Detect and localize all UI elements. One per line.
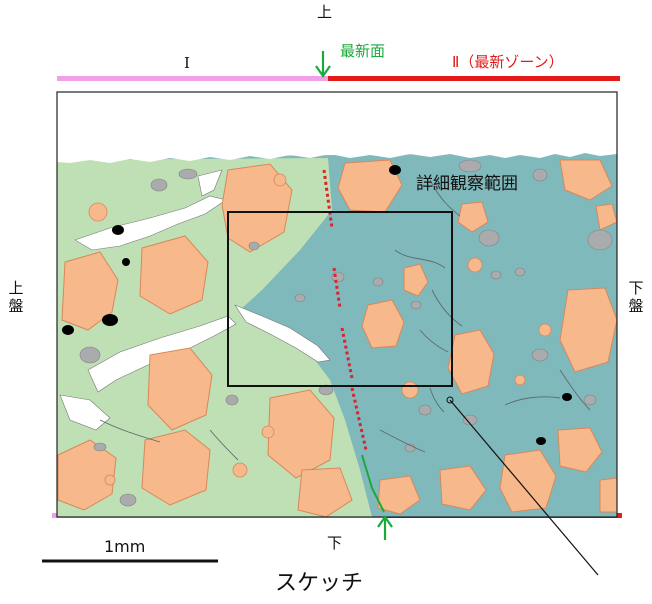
detail-observation-box <box>227 211 453 387</box>
large-clasts <box>57 159 617 517</box>
newest-face-arrow-top <box>315 51 331 78</box>
zone-boundary-green-segment <box>361 454 385 513</box>
zone-1-bar-top <box>57 76 328 81</box>
zone-boundary-dotted-line <box>322 169 368 451</box>
pointer-line <box>446 396 599 576</box>
upper-blank-area <box>57 92 617 163</box>
zone-2-label: Ⅱ（最新ゾーン） <box>452 53 564 71</box>
hanging-wall-label: 上盤 <box>8 279 24 315</box>
small-clasts-grey <box>79 159 613 507</box>
scale-label: 1mm <box>104 537 146 556</box>
label-top: 上 <box>317 3 333 21</box>
zone-1-label: I <box>184 54 190 72</box>
sketch-frame <box>56 91 618 518</box>
newest-face-label: 最新面 <box>340 42 386 60</box>
label-bottom: 下 <box>327 534 343 552</box>
newest-face-arrow-bottom <box>377 515 393 540</box>
detail-area-label: 詳細観察範囲 <box>416 174 518 194</box>
zone-2-bar-top <box>328 76 620 81</box>
fractures <box>99 179 591 461</box>
footwall-label: 下盤 <box>628 279 644 315</box>
sketch-title: スケッチ <box>275 571 364 596</box>
opaque-grains <box>62 165 572 445</box>
